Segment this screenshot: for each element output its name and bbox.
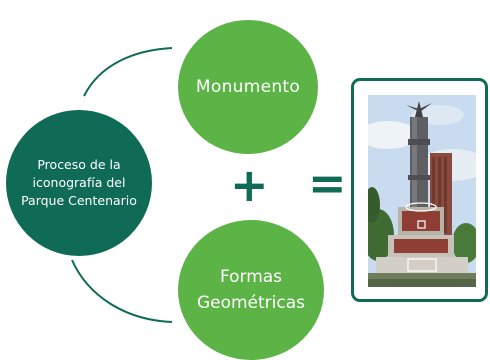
monument-photo bbox=[368, 95, 476, 287]
connector-arc-bottom bbox=[71, 259, 173, 323]
central-process-label: Proceso de la iconografía del Parque Cen… bbox=[21, 157, 137, 208]
equals-operator: = bbox=[308, 156, 347, 210]
plus-operator: + bbox=[230, 158, 269, 212]
geometric-forms-circle: Formas Geométricas bbox=[178, 220, 324, 360]
monument-photo-image bbox=[368, 95, 476, 287]
result-photo-frame bbox=[351, 78, 488, 302]
connector-arc-top bbox=[83, 47, 173, 97]
monument-label: Monumento bbox=[195, 77, 301, 97]
geometric-forms-label: Formas Geométricas bbox=[196, 267, 306, 313]
central-process-circle: Proceso de la iconografía del Parque Cen… bbox=[6, 110, 152, 256]
monument-circle: Monumento bbox=[178, 20, 318, 154]
